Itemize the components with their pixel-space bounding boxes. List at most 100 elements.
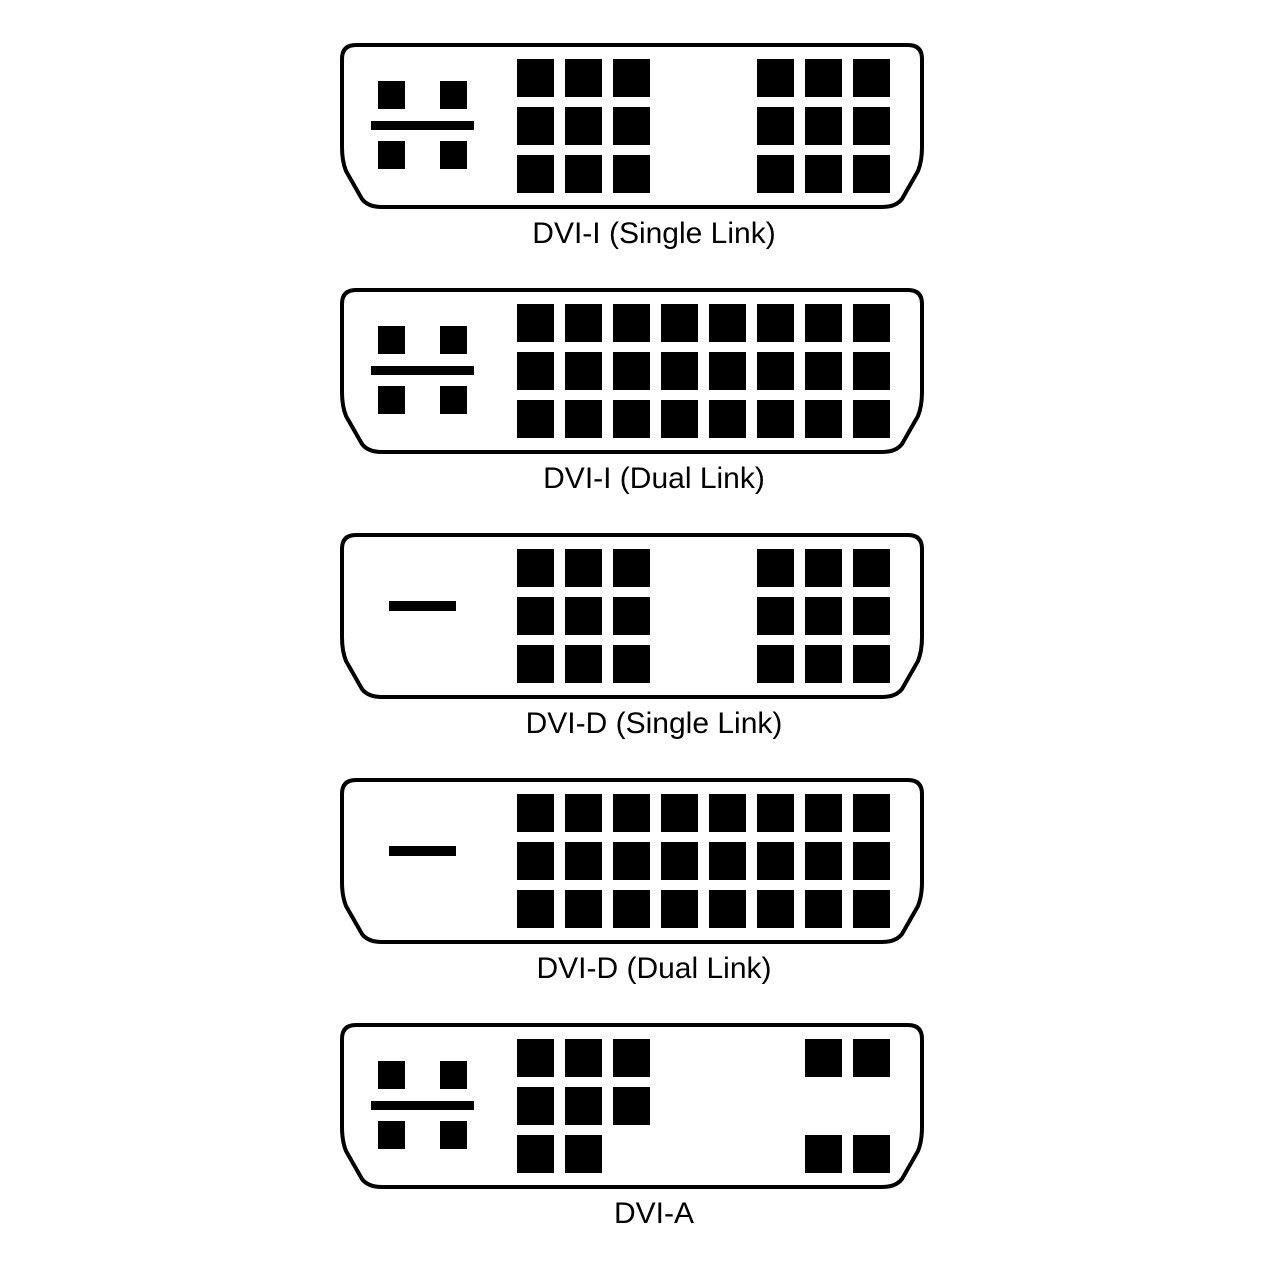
pin	[565, 794, 602, 832]
pin	[853, 304, 890, 342]
pin	[565, 400, 602, 438]
pin	[517, 597, 554, 635]
connector-2	[340, 533, 924, 699]
pin	[805, 597, 842, 635]
pin	[853, 549, 890, 587]
pin	[853, 352, 890, 390]
pin	[517, 400, 554, 438]
pin	[613, 304, 650, 342]
analog-pin	[378, 141, 405, 169]
label-dvi-d-single-link: DVI-D (Single Link)	[525, 707, 783, 740]
pin	[613, 645, 650, 683]
pin	[805, 1135, 842, 1173]
pin	[757, 155, 794, 193]
pin	[613, 842, 650, 880]
pin	[517, 1087, 554, 1125]
analog-pin	[440, 386, 467, 414]
ground-blade	[371, 121, 474, 130]
pin	[565, 842, 602, 880]
pin	[853, 890, 890, 928]
pin	[613, 1039, 650, 1077]
pin	[565, 155, 602, 193]
pin	[853, 645, 890, 683]
pin	[565, 1135, 602, 1173]
pin	[613, 794, 650, 832]
pin	[565, 549, 602, 587]
pin	[757, 890, 794, 928]
pin	[613, 59, 650, 97]
pin	[517, 107, 554, 145]
analog-pin	[440, 1121, 467, 1149]
connector-3	[340, 778, 924, 944]
pin	[661, 842, 698, 880]
pin	[565, 304, 602, 342]
pin	[757, 645, 794, 683]
pin	[853, 155, 890, 193]
analog-pin	[440, 326, 467, 354]
pin	[517, 304, 554, 342]
pin	[613, 107, 650, 145]
pin	[805, 59, 842, 97]
pin	[709, 890, 746, 928]
pin	[853, 59, 890, 97]
label-dvi-a: DVI-A	[613, 1197, 694, 1230]
pin	[613, 352, 650, 390]
ground-blade	[371, 366, 474, 375]
pin	[805, 400, 842, 438]
pin	[757, 400, 794, 438]
pin	[757, 107, 794, 145]
analog-pin	[440, 1061, 467, 1089]
pin	[613, 549, 650, 587]
analog-pin	[378, 1121, 405, 1149]
ground-blade	[389, 846, 456, 856]
analog-pin	[378, 1061, 405, 1089]
pin	[709, 352, 746, 390]
pin	[757, 352, 794, 390]
label-dvi-d-dual-link: DVI-D (Dual Link)	[536, 952, 772, 985]
analog-pin	[440, 81, 467, 109]
ground-blade	[389, 601, 456, 611]
analog-pin	[440, 141, 467, 169]
pin	[517, 155, 554, 193]
pin	[757, 597, 794, 635]
pin	[757, 842, 794, 880]
pin	[757, 59, 794, 97]
pin	[805, 155, 842, 193]
pin	[853, 400, 890, 438]
pin	[517, 1039, 554, 1077]
pin	[613, 155, 650, 193]
connector-4	[340, 1023, 924, 1189]
pin	[565, 645, 602, 683]
pin	[565, 59, 602, 97]
pin	[517, 794, 554, 832]
pin	[709, 304, 746, 342]
pin	[661, 794, 698, 832]
pin	[853, 842, 890, 880]
pin	[661, 352, 698, 390]
pin	[565, 107, 602, 145]
pin	[565, 597, 602, 635]
pin	[853, 597, 890, 635]
pin	[805, 842, 842, 880]
analog-pin	[378, 81, 405, 109]
pin	[613, 1087, 650, 1125]
pin	[853, 794, 890, 832]
pin	[565, 1087, 602, 1125]
pin	[517, 352, 554, 390]
pin	[805, 1039, 842, 1077]
pin	[565, 352, 602, 390]
pin	[805, 549, 842, 587]
connector-1	[340, 288, 924, 454]
pin	[757, 304, 794, 342]
label-dvi-i-single-link: DVI-I (Single Link)	[532, 217, 776, 250]
pin	[613, 400, 650, 438]
pin	[853, 1135, 890, 1173]
pin	[517, 59, 554, 97]
pin	[661, 304, 698, 342]
pin	[805, 890, 842, 928]
label-dvi-i-dual-link: DVI-I (Dual Link)	[543, 462, 765, 495]
connector-0	[340, 43, 924, 209]
pin	[661, 890, 698, 928]
pin	[517, 842, 554, 880]
